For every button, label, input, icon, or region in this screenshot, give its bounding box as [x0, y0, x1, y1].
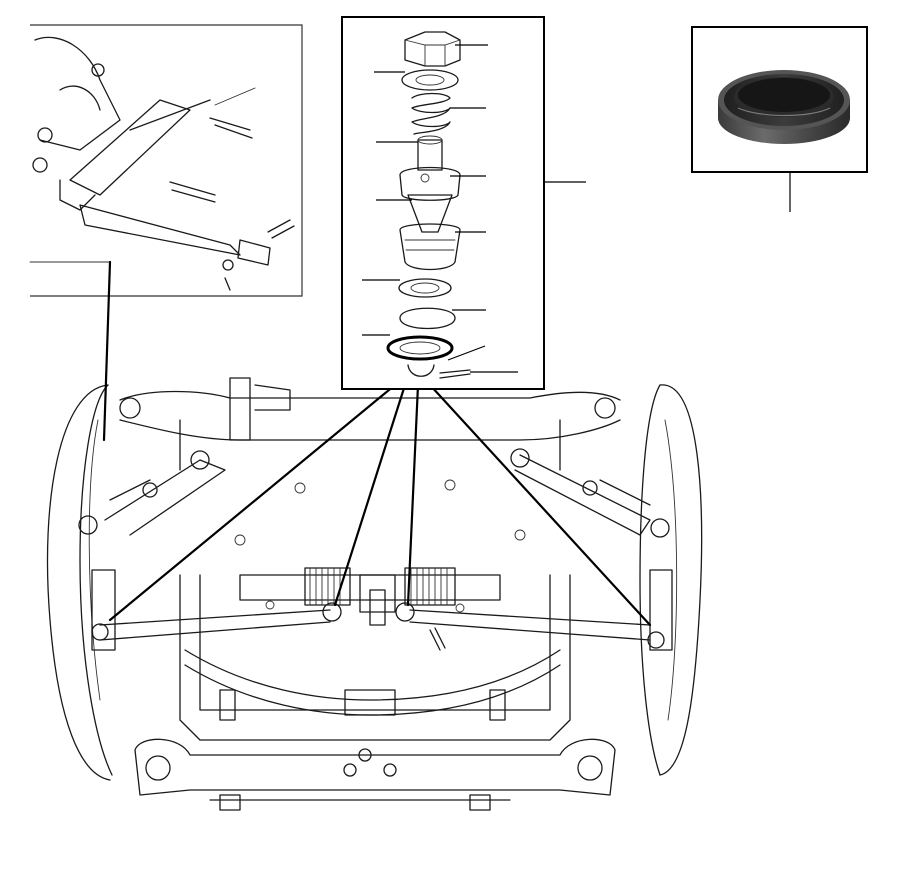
track-rods: [91, 602, 665, 651]
lower-subframe: [179, 574, 571, 741]
right-wheel: [639, 384, 703, 776]
part-circlip: [399, 307, 456, 330]
part-nut: [404, 31, 461, 67]
steering-rack: [239, 567, 501, 626]
left-wheel: [46, 384, 113, 781]
front-subframe-assembly: [46, 377, 703, 811]
leader-lines-main: [108, 383, 652, 627]
part-sleeve: [417, 139, 443, 171]
exploded-view-frame: [341, 16, 545, 390]
part-cone: [407, 194, 453, 233]
upper-crossmember: [119, 377, 621, 471]
part-split-pin: [439, 369, 471, 379]
lower-arms: [104, 448, 651, 536]
inset-ball-joint-exploded: [341, 16, 586, 390]
part-cup-spring: [399, 223, 461, 271]
exploded-callout-leaders: [362, 44, 586, 373]
bush-ring-image: [718, 70, 850, 144]
front-crossmember: [134, 738, 616, 811]
inset-bush-ring-photo: [691, 26, 868, 212]
part-ring: [398, 278, 452, 298]
uprights: [78, 515, 673, 651]
part-ball-pin: [407, 364, 435, 377]
part-seal: [386, 335, 454, 361]
inset-steering-linkage: [29, 24, 303, 442]
mounting-bolts: [234, 479, 526, 613]
part-washer: [401, 69, 459, 91]
